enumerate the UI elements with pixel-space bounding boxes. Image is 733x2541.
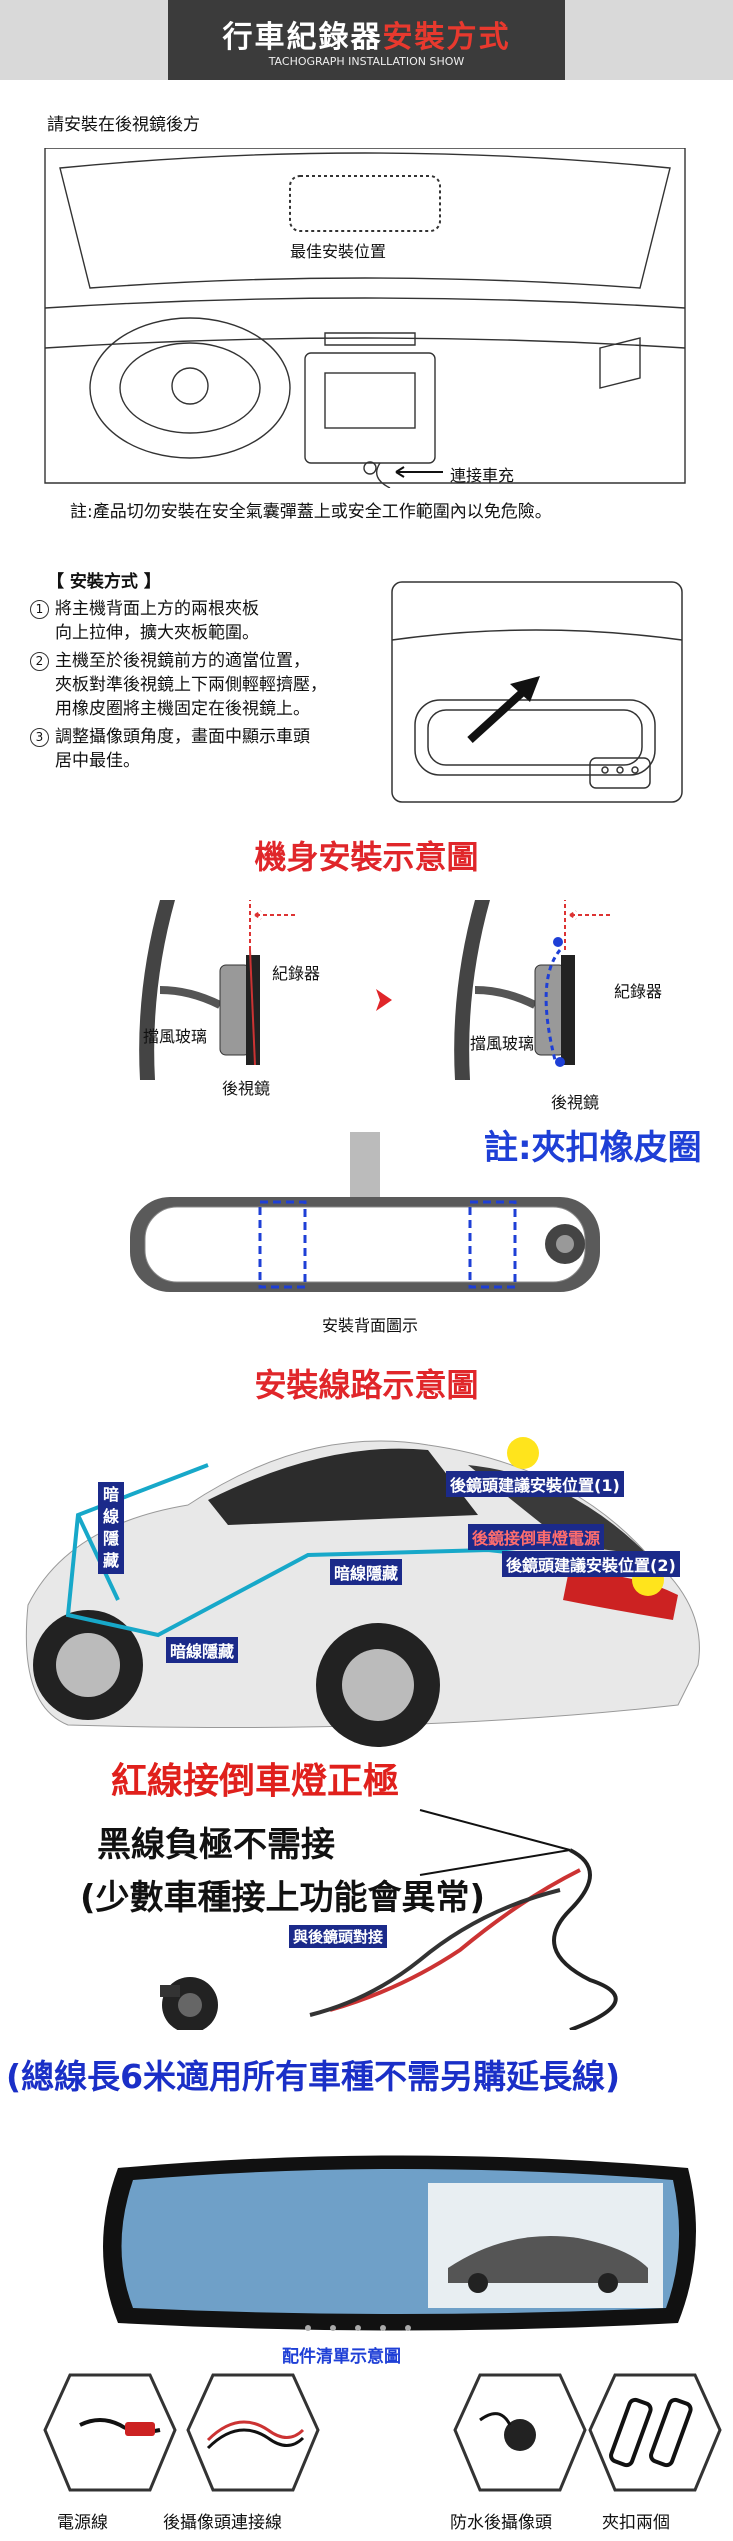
step-line: 夾板對準後視鏡上下兩側輕輕擠壓，: [55, 675, 327, 695]
rear-camera-icon: [453, 2373, 587, 2492]
step-line: 居中最佳。: [55, 751, 140, 771]
char: 暗: [102, 1485, 119, 1504]
header-plate: [168, 0, 565, 80]
hidden-wire-label-1: 暗線隱藏: [330, 1559, 403, 1585]
black-wire-note: 黑線負極不需接: [97, 1825, 335, 1865]
best-position-label: 最佳安裝位置: [290, 242, 387, 261]
power-cable-icon: [43, 2373, 177, 2492]
black-wire-warning: (少數車種接上功能會異常): [80, 1878, 486, 1918]
hidden-wire-vertical-label: 暗 線 隱 藏: [98, 1482, 124, 1574]
char: 藏: [102, 1551, 119, 1570]
recorder-label-2: 紀錄器: [614, 982, 663, 1001]
page-subtitle: TACHOGRAPH INSTALLATION SHOW: [268, 55, 465, 68]
step-1: 1 將主機背面上方的兩根夾板向上拉伸，擴大夾板範圍。: [30, 597, 400, 645]
side-view-illustration: [139, 900, 295, 1080]
camera-position-2-label: 後鏡頭建議安裝位置(2): [502, 1551, 680, 1577]
chevron-right-icon: [376, 989, 392, 1011]
steps-list: 1 將主機背面上方的兩根夾板向上拉伸，擴大夾板範圍。 2 主機至於後視鏡前方的適…: [30, 597, 400, 773]
connect-camera-label: 與後鏡頭對接: [289, 1925, 388, 1948]
mirror-closeup-illustration: [391, 581, 683, 803]
cable-illustration: [160, 1809, 618, 2030]
mirror-product-illustration: [103, 2155, 696, 2331]
reverse-light-power-label: 後鏡接倒車燈電源: [468, 1524, 605, 1550]
accessories-title: 配件清單示意圖: [282, 2347, 401, 2367]
accessory-label-power: 電源線: [57, 2513, 108, 2533]
body-install-title: 機身安裝示意圖: [254, 838, 479, 876]
accessory-label-rear-camera: 防水後攝像頭: [450, 2513, 552, 2533]
title-part2: 安裝方式: [382, 20, 511, 55]
side-view-clamped-illustration: [454, 900, 610, 1080]
step-line: 將主機背面上方的兩根夾板: [55, 599, 259, 619]
red-wire-note: 紅線接倒車燈正極: [111, 1761, 400, 1802]
wiring-title: 安裝線路示意圖: [254, 1366, 479, 1404]
mirror-label: 後視鏡: [222, 1079, 271, 1098]
accessory-label-camera-cable: 後攝像頭連接線: [163, 2513, 282, 2533]
step-line: 向上拉伸，擴大夾板範圍。: [55, 623, 259, 643]
step-number: 2: [30, 652, 49, 671]
clips-icon: [588, 2373, 722, 2492]
title-part1: 行車紀錄器: [222, 20, 383, 55]
step-3: 3 調整攝像頭角度，畫面中顯示車頭居中最佳。: [30, 725, 400, 773]
windshield-label-2: 擋風玻璃: [470, 1034, 535, 1053]
windshield-label: 擋風玻璃: [143, 1027, 208, 1046]
step-2: 2 主機至於後視鏡前方的適當位置， 夾板對準後視鏡上下兩側輕輕擠壓， 用橡皮圈將主機…: [30, 649, 400, 721]
step-number: 3: [30, 728, 49, 747]
step-line: 用橡皮圈將主機固定在後視鏡上。: [55, 699, 310, 719]
camera-position-1-label: 後鏡頭建議安裝位置(1): [446, 1471, 624, 1497]
char: 隱: [102, 1529, 119, 1548]
arrow-left-icon: [395, 466, 443, 478]
camera-cable-icon: [186, 2373, 320, 2492]
total-length-note: (總線長6米適用所有車種不需另購延長線): [6, 2057, 621, 2096]
step-line: 調整攝像頭角度，畫面中顯示車頭: [55, 727, 310, 747]
accessory-label-clips: 夾扣兩個: [602, 2513, 670, 2533]
recorder-label: 紀錄器: [272, 964, 321, 983]
install-intro: 請安裝在後視鏡後方: [47, 115, 200, 135]
clamp-rubber-note: 註:夾扣橡皮圈: [484, 1128, 702, 1168]
dashboard-illustration: [44, 148, 686, 488]
char: 線: [102, 1507, 119, 1526]
back-view-illustration: [130, 1132, 600, 1292]
hidden-wire-label-2: 暗線隱藏: [166, 1637, 239, 1663]
step-line: 主機至於後視鏡前方的適當位置，: [55, 651, 310, 671]
page-title: 行車紀錄器安裝方式: [168, 12, 565, 56]
step-number: 1: [30, 600, 49, 619]
car-illustration: [25, 1437, 700, 1747]
safety-note: 註:產品切勿安裝在安全氣囊彈蓋上或安全工作範圍內以免危險。: [70, 502, 552, 522]
connect-charger-label: 連接車充: [450, 466, 515, 485]
back-view-caption: 安裝背面圖示: [322, 1316, 419, 1335]
mirror-label-2: 後視鏡: [551, 1093, 600, 1112]
steps-heading: 【 安裝方式 】: [47, 572, 161, 592]
